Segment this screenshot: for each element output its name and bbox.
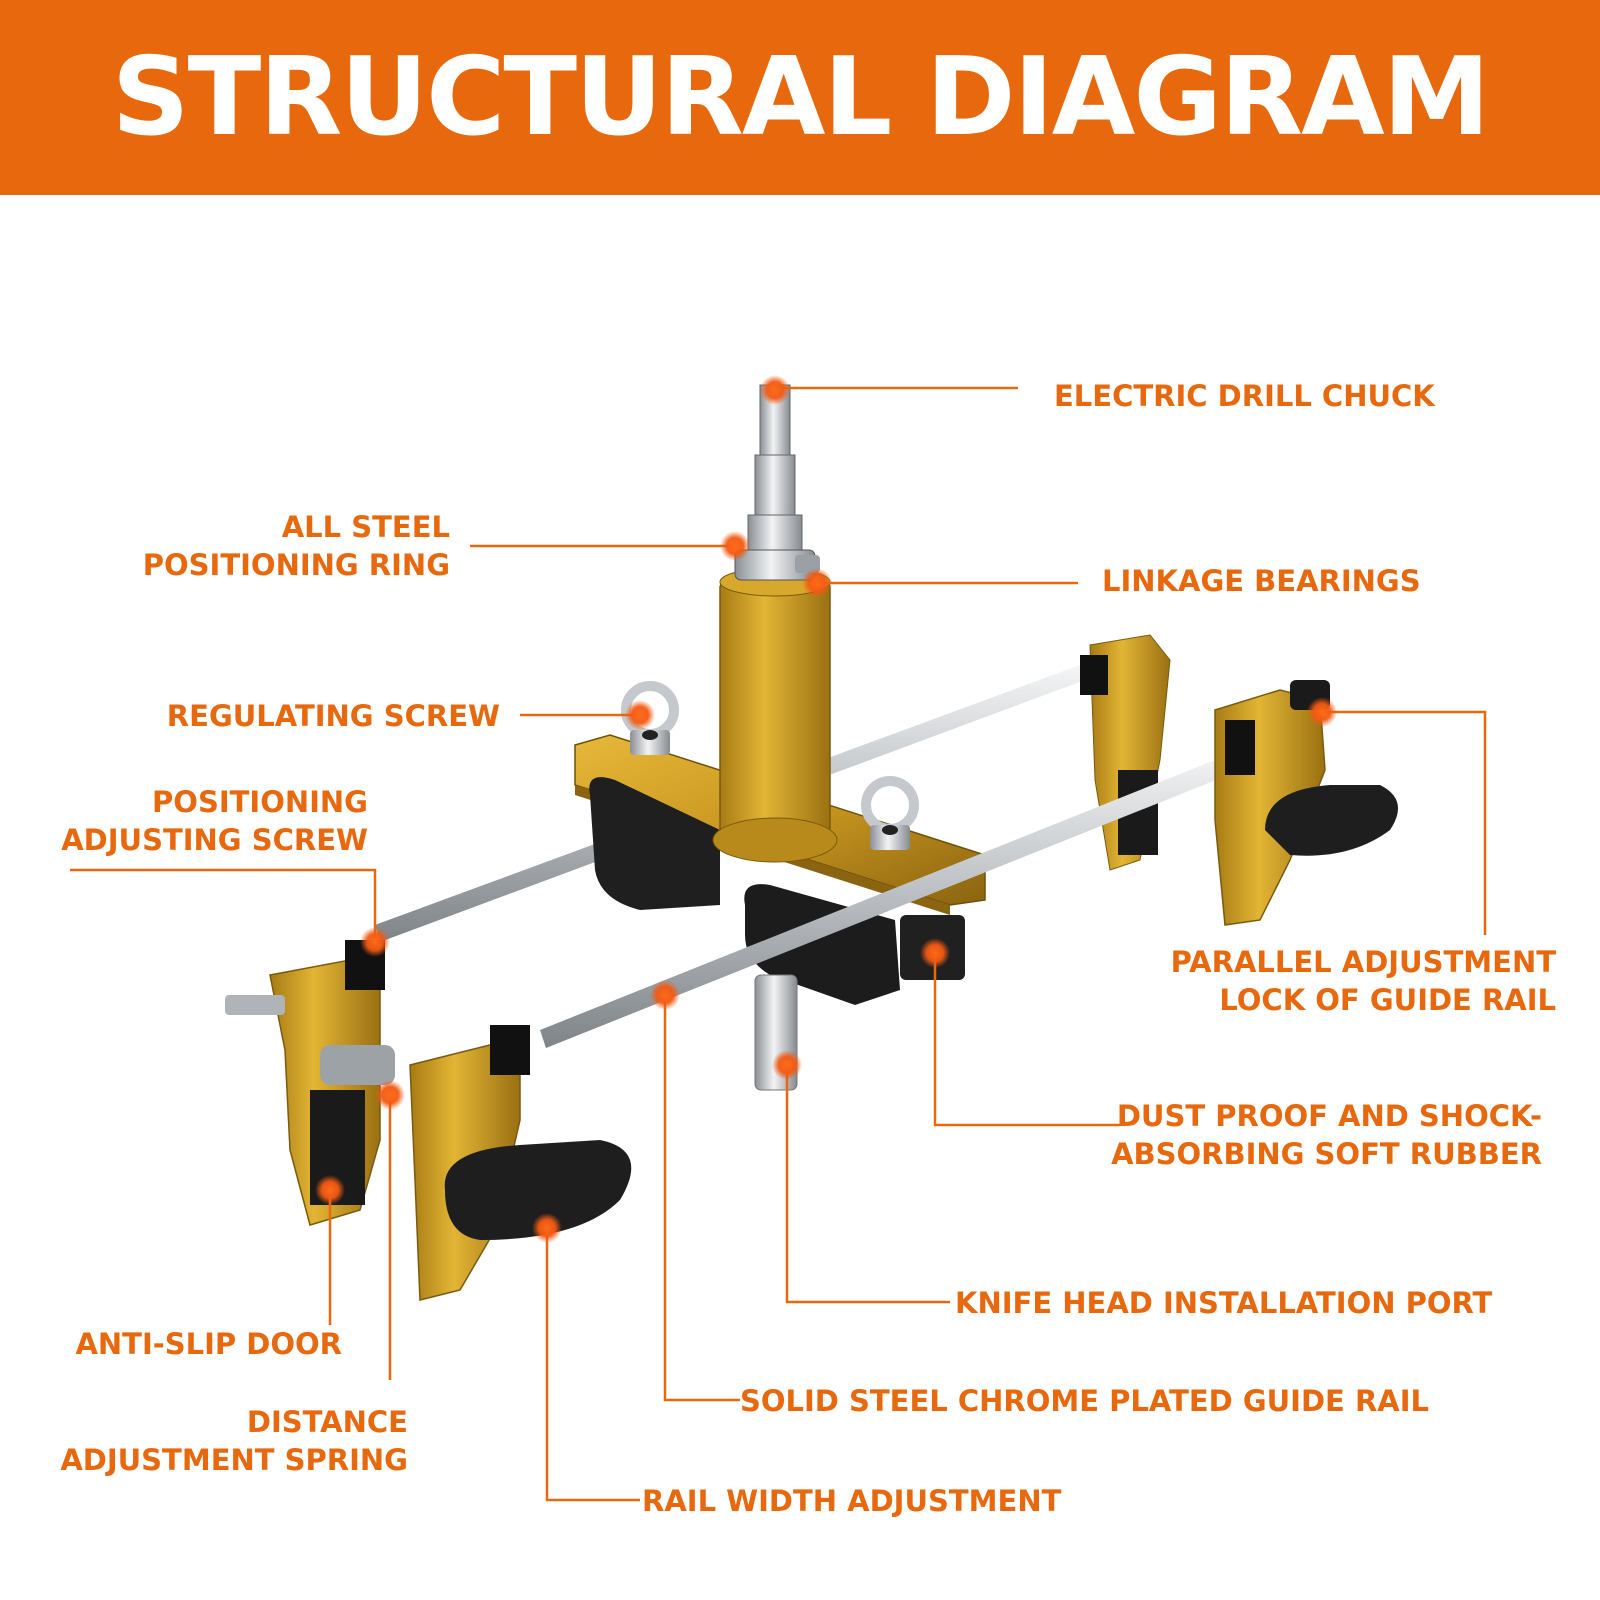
leader-lines [70, 386, 1487, 1502]
callout-dot-soft-rubber [920, 938, 950, 968]
label-soft-rubber: DUST PROOF AND SHOCK- ABSORBING SOFT RUB… [1111, 1099, 1542, 1171]
front-left-clamp [409, 1025, 632, 1301]
product-illustration [70, 375, 1487, 1502]
page-title: STRUCTURAL DIAGRAM [111, 35, 1490, 160]
label-guide-rail: SOLID STEEL CHROME PLATED GUIDE RAIL [740, 1384, 1429, 1418]
label-positioning-ring: ALL STEEL POSITIONING RING [142, 510, 450, 582]
callout-dot-rail-width [532, 1213, 562, 1243]
central-column [712, 567, 838, 863]
callout-dot-anti-slip-door [315, 1175, 345, 1205]
callout-dot-drill-chuck [760, 375, 790, 405]
callout-dot-guide-rail [650, 980, 680, 1010]
label-electric-drill-chuck: ELECTRIC DRILL CHUCK [1054, 379, 1435, 413]
callout-dot-distance-spring [375, 1080, 405, 1110]
front-right-clamp [1214, 680, 1398, 926]
callout-dot-positioning-ring [720, 531, 750, 561]
label-regulating-screw: REGULATING SCREW [166, 699, 500, 733]
title-banner: STRUCTURAL DIAGRAM [0, 0, 1600, 195]
callout-dot-knife-head-port [772, 1050, 802, 1080]
front-guide-rail [540, 750, 1246, 1048]
back-left-clamp [225, 940, 395, 1226]
label-linkage-bearings: LINKAGE BEARINGS [1102, 564, 1421, 598]
callout-dot-parallel-adjustment [1307, 697, 1337, 727]
label-knife-head-port: KNIFE HEAD INSTALLATION PORT [955, 1286, 1493, 1320]
label-rail-width: RAIL WIDTH ADJUSTMENT [642, 1484, 1062, 1518]
callout-dot-linkage-bearings [802, 568, 832, 598]
label-positioning-adjusting-screw: POSITIONING ADJUSTING SCREW [61, 785, 368, 857]
eye-bolt-right [861, 776, 919, 850]
label-anti-slip-door: ANTI-SLIP DOOR [75, 1327, 342, 1361]
callout-dots [315, 375, 1337, 1243]
back-right-clamp [1080, 634, 1171, 871]
label-distance-spring: DISTANCE ADJUSTMENT SPRING [60, 1405, 408, 1477]
callout-dot-regulating-screw [625, 700, 655, 730]
label-parallel-adjustment-lock: PARALLEL ADJUSTMENT LOCK OF GUIDE RAIL [1170, 945, 1556, 1017]
rubber-block-left [589, 777, 720, 910]
callout-dot-positioning-adjusting-screw [360, 927, 390, 957]
